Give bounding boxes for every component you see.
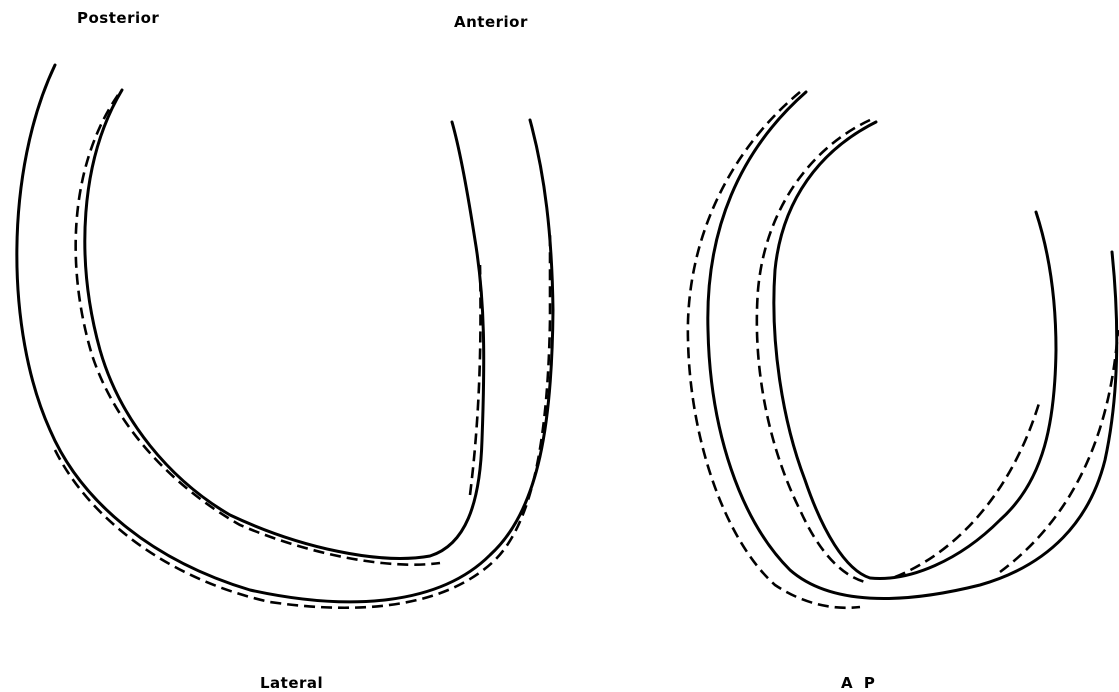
lateral-view-diagram — [17, 65, 553, 608]
lateral-inner-contour-solid — [85, 90, 484, 558]
lateral-inner-anterior-dashed — [470, 265, 481, 495]
ap-view-diagram — [688, 92, 1118, 608]
ap-outer-right-dashed — [1000, 330, 1118, 572]
ap-outer-contour-dashed — [688, 92, 860, 608]
ap-inner-contour-solid — [774, 122, 1056, 578]
ap-inner-right-dashed — [895, 400, 1040, 577]
ap-inner-contour-dashed — [757, 120, 870, 582]
lateral-inner-contour-dashed — [76, 95, 440, 565]
